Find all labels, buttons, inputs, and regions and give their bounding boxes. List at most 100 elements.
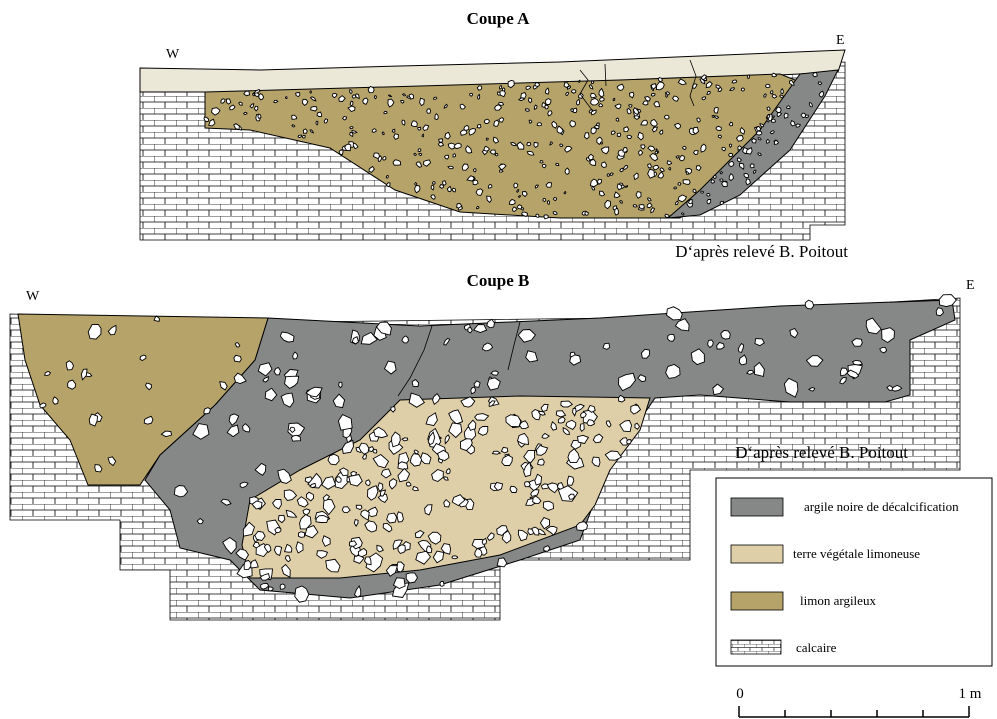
- stone-clast: [763, 93, 767, 98]
- stone-clast: [745, 147, 753, 155]
- stone-clast: [812, 71, 818, 78]
- section-b-terre-fill: [241, 395, 651, 579]
- stone-clast: [338, 381, 343, 389]
- stone-clast: [516, 432, 529, 445]
- stone-clast: [591, 185, 596, 191]
- stone-clast: [470, 386, 476, 395]
- stone-clast: [250, 559, 259, 569]
- stone-clast: [400, 99, 405, 104]
- stone-clast: [692, 188, 697, 194]
- stone-clast: [579, 423, 585, 432]
- stone-clast: [543, 214, 549, 220]
- stone-clast: [766, 106, 771, 111]
- stone-clast: [665, 364, 681, 379]
- section-a-crack-2: [689, 59, 697, 107]
- stone-clast: [352, 142, 359, 150]
- stone-clast: [474, 413, 490, 421]
- stone-clast: [542, 163, 547, 169]
- stone-clast: [737, 145, 742, 151]
- stone-clast: [344, 143, 352, 152]
- stone-clast: [757, 137, 762, 141]
- stone-clast: [759, 123, 765, 128]
- stone-clast: [316, 111, 323, 117]
- stone-clast: [569, 354, 582, 366]
- stone-clast: [604, 199, 611, 210]
- stone-clast: [526, 150, 535, 156]
- stone-clast: [715, 84, 721, 89]
- stone-clast: [367, 85, 375, 94]
- stone-clast: [731, 79, 738, 84]
- stone-clast: [647, 145, 656, 152]
- stone-clast: [640, 119, 649, 126]
- stone-clast: [655, 81, 665, 91]
- stone-clast: [488, 400, 496, 407]
- stone-clast: [477, 425, 489, 436]
- stone-clast: [364, 520, 378, 533]
- stone-clast: [412, 485, 419, 492]
- stone-clast: [325, 558, 341, 573]
- stone-clast: [321, 535, 331, 547]
- stone-clast: [477, 93, 481, 100]
- stone-clast: [437, 142, 445, 147]
- stone-clast: [432, 180, 436, 185]
- section-a-east-label: E: [836, 33, 845, 48]
- stone-clast: [380, 468, 392, 479]
- stone-clast: [243, 559, 252, 570]
- stone-clast: [432, 550, 445, 564]
- stone-clast: [677, 78, 687, 86]
- stone-clast: [491, 450, 502, 455]
- stone-clast: [706, 192, 711, 197]
- stone-clast: [309, 129, 315, 134]
- stone-clast: [775, 106, 782, 113]
- stone-clast: [233, 354, 242, 363]
- stone-clast: [306, 491, 315, 502]
- stone-clast: [717, 134, 723, 139]
- stone-clast: [520, 91, 527, 99]
- stone-clast: [533, 141, 539, 148]
- stone-clast: [674, 318, 690, 332]
- stone-clast: [700, 74, 707, 80]
- stone-clast: [498, 101, 505, 106]
- stone-clast: [489, 149, 496, 155]
- stone-clast: [783, 112, 789, 119]
- section-b-crack-1: [397, 325, 433, 397]
- stone-clast: [587, 404, 596, 413]
- stone-clast: [739, 126, 746, 135]
- stone-clast: [566, 475, 575, 486]
- stone-clast: [316, 550, 329, 559]
- stone-clast: [517, 195, 521, 198]
- legend-label-limon: limon argileux: [800, 593, 876, 608]
- stone-clast: [588, 153, 594, 161]
- stone-clast: [507, 79, 515, 89]
- stone-clast: [385, 182, 391, 188]
- stone-clast: [687, 198, 693, 205]
- stone-clast: [737, 342, 745, 353]
- stone-clast: [546, 482, 559, 494]
- stone-clast: [413, 152, 418, 157]
- stone-clast: [338, 95, 346, 102]
- stone-clast: [254, 530, 266, 542]
- stone-clast: [438, 138, 443, 144]
- stone-clast: [701, 96, 707, 101]
- stone-clast: [389, 478, 398, 490]
- stone-clast: [443, 337, 451, 346]
- stone-clast: [498, 117, 505, 123]
- stone-clast: [589, 97, 600, 106]
- stone-clast: [263, 543, 272, 554]
- stone-clast: [938, 294, 957, 308]
- stone-clast: [388, 94, 393, 98]
- stone-clast: [453, 142, 462, 149]
- stone-clast: [692, 126, 700, 135]
- stone-clast: [457, 206, 463, 211]
- stone-clast: [327, 453, 340, 466]
- stone-clast: [501, 454, 513, 466]
- stone-clast: [542, 500, 554, 512]
- stone-clast: [600, 146, 610, 155]
- stone-clast: [672, 95, 680, 102]
- stone-clast: [472, 179, 479, 186]
- legend: argile noire de décalcification terre vé…: [715, 477, 993, 667]
- stone-clast: [779, 94, 784, 99]
- stone-clast: [531, 408, 541, 421]
- stone-clast: [284, 555, 291, 563]
- stone-clast: [536, 122, 542, 127]
